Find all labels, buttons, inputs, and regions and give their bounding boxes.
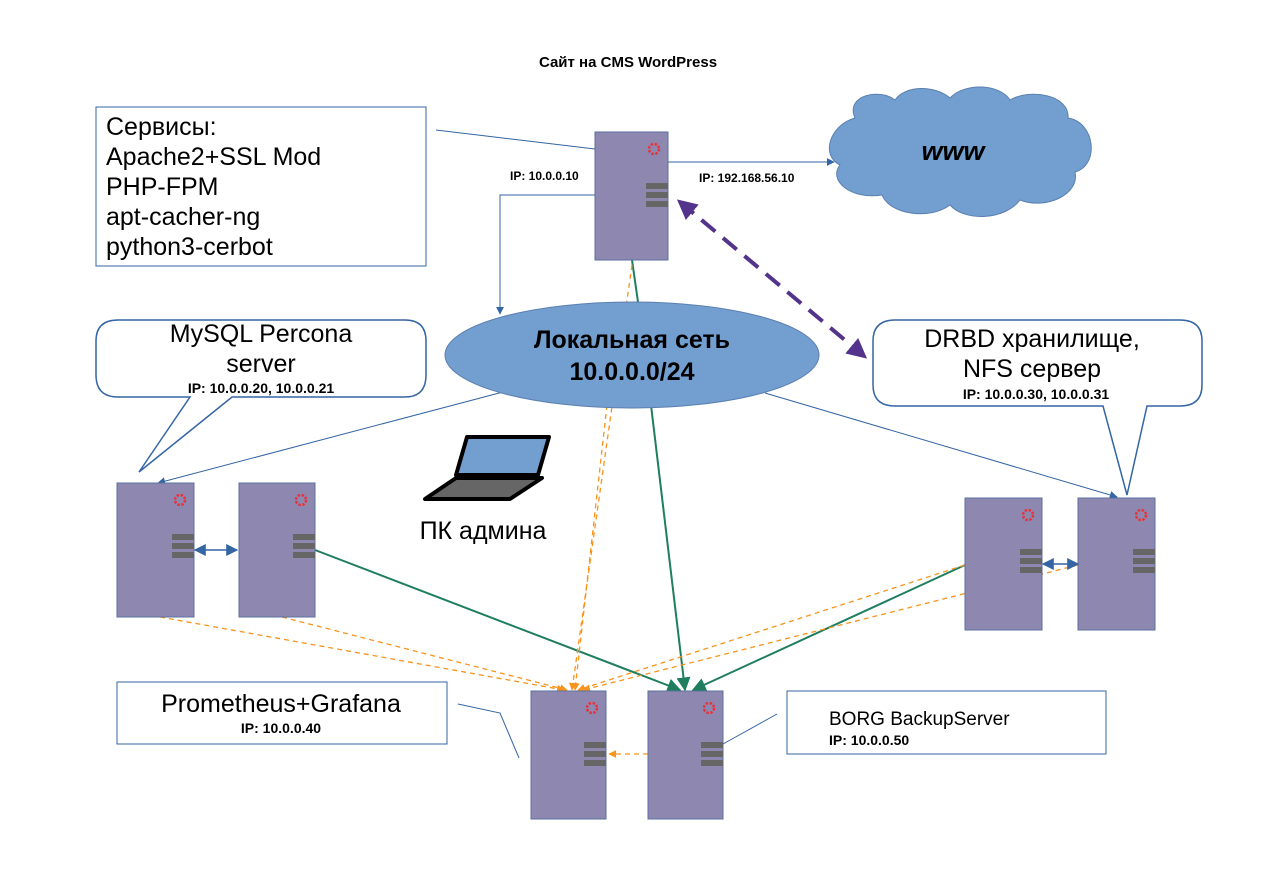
drive-bay-icon <box>172 543 194 549</box>
drbd-subtitle: NFS сервер <box>963 355 1101 383</box>
backup-name: BORG BackupServer <box>829 709 1010 730</box>
mysql-server-2 <box>238 482 316 618</box>
lan-subnet: 10.0.0.0/24 <box>569 358 694 386</box>
mysql-callout <box>95 319 427 473</box>
lan-name: Локальная сеть <box>534 326 730 354</box>
drive-bay-icon <box>1020 549 1042 555</box>
services-callout-line <box>435 129 596 150</box>
mysql-server-1-body <box>116 482 195 618</box>
backup-server <box>647 690 724 820</box>
backup-box <box>786 690 1107 755</box>
services-list: Сервисы: Apache2+SSL Mod PHP-FPM apt-cac… <box>106 113 328 261</box>
monitoring-callout-line <box>457 703 520 759</box>
monitoring-server <box>530 690 607 820</box>
drive-bay-icon <box>293 534 315 540</box>
power-led-icon <box>585 701 599 715</box>
web-to-lan-link <box>496 194 595 315</box>
web-public-ip: IP: 192.168.56.10 <box>699 171 795 185</box>
drive-bay-icon <box>172 534 194 540</box>
drive-bay-icon <box>1020 558 1042 564</box>
drive-bay-icon <box>646 192 668 198</box>
laptop-icon <box>423 435 551 501</box>
web-drbd-sync-link <box>676 199 868 359</box>
drbd-callout <box>872 319 1203 496</box>
drive-bay-icon <box>1133 549 1155 555</box>
lan-to-drbd-link <box>764 392 1118 499</box>
power-led-icon <box>173 493 187 507</box>
mysql-ip: IP: 10.0.0.20, 10.0.0.21 <box>188 380 335 396</box>
web-monitoring-link <box>631 259 639 303</box>
lan-to-mysql-link <box>157 391 504 486</box>
drive-bay-icon <box>1133 567 1155 573</box>
drive-bay-icon <box>1020 567 1042 573</box>
drive-bay-icon <box>701 742 723 748</box>
power-led-icon <box>294 493 308 507</box>
drive-bay-icon <box>293 543 315 549</box>
diagram-title: Сайт на CMS WordPress <box>539 54 717 71</box>
services-box <box>95 106 427 267</box>
mysql-backup-link <box>314 549 682 693</box>
drbd-server-2 <box>1077 497 1156 631</box>
mysql-server-1 <box>116 482 195 618</box>
internet-cloud <box>828 86 1092 217</box>
lan-ellipse <box>444 301 820 409</box>
drive-bay-icon <box>701 760 723 766</box>
power-led-icon <box>647 142 661 156</box>
web-local-ip: IP: 10.0.0.10 <box>510 169 579 183</box>
admin-pc-label: ПК админа <box>420 517 547 545</box>
monitoring-name: Prometheus+Grafana <box>161 690 401 718</box>
monitoring-box <box>116 681 448 745</box>
drive-bay-icon <box>646 201 668 207</box>
power-led-icon <box>702 701 716 715</box>
lan-backup-link <box>650 404 691 692</box>
drbd-ip: IP: 10.0.0.30, 10.0.0.31 <box>963 386 1110 402</box>
drive-bay-icon <box>172 552 194 558</box>
drive-bay-icon <box>701 751 723 757</box>
drive-bay-icon <box>1133 558 1155 564</box>
monitoring-ip: IP: 10.0.0.40 <box>241 720 321 736</box>
mysql-subtitle: server <box>226 350 295 378</box>
backup-ip: IP: 10.0.0.50 <box>829 732 909 748</box>
internet-label: www <box>921 136 986 166</box>
drive-bay-icon <box>646 183 668 189</box>
drbd-server-1 <box>964 497 1043 631</box>
power-led-icon <box>1134 508 1148 522</box>
drive-bay-icon <box>584 751 606 757</box>
web-server <box>594 131 669 261</box>
drive-bay-icon <box>584 742 606 748</box>
drbd-title: DRBD хранилище, <box>924 325 1140 353</box>
drive-bay-icon <box>293 552 315 558</box>
drive-bay-icon <box>584 760 606 766</box>
mysql-title: MySQL Percona <box>170 320 353 348</box>
power-led-icon <box>1021 508 1035 522</box>
backup-callout-line <box>722 713 778 745</box>
